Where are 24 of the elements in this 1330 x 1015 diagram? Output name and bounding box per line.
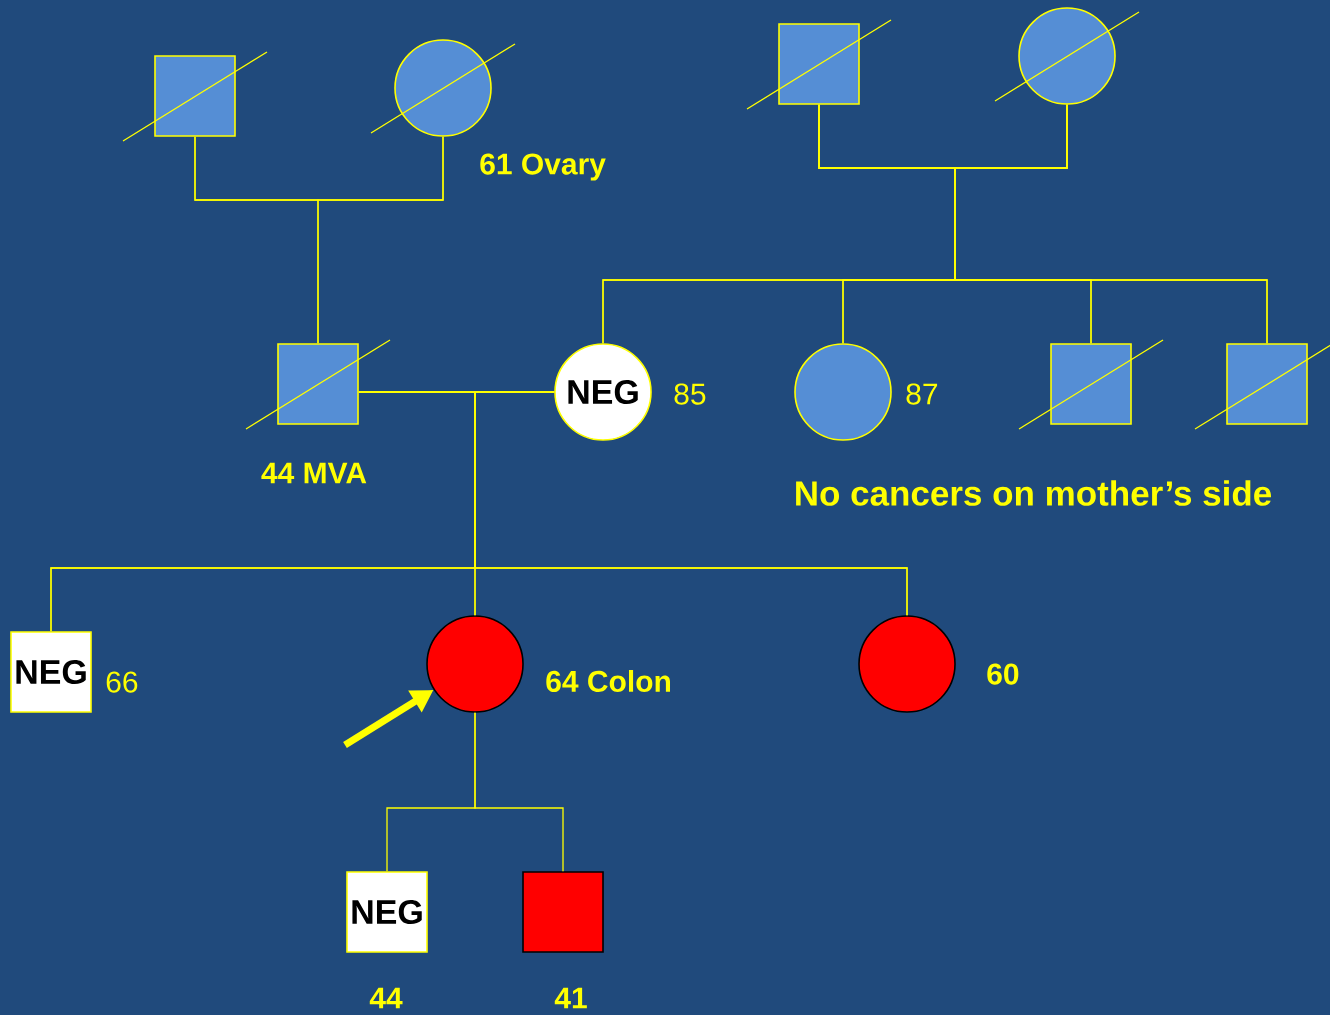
circle-symbol (994, 7, 1140, 105)
age-label: 66 (106, 671, 138, 693)
age-label: 64 Colon (546, 670, 670, 693)
age-label: 41 (554, 987, 587, 1009)
age-label: 61 Ovary (480, 153, 606, 181)
descent-line (317, 136, 444, 344)
descent-line (474, 712, 564, 872)
circle-symbol (858, 615, 956, 713)
circle-symbol (426, 615, 524, 713)
square-symbol (1018, 339, 1164, 430)
square-symbol (522, 871, 604, 953)
age-label: 60 (987, 663, 1019, 685)
age-label: 44 MVA (261, 462, 367, 484)
age-label: 87 (906, 383, 938, 405)
circle-symbol (794, 343, 892, 441)
square-symbol (746, 19, 892, 110)
age-label: 44 (369, 987, 403, 1009)
note-text: No cancers on mother’s side (796, 480, 1272, 506)
descent-line (474, 391, 908, 616)
circle-symbol (370, 39, 516, 137)
descent-line (954, 104, 1268, 344)
square-symbol (245, 339, 391, 430)
square-symbol (122, 51, 268, 142)
age-label: 85 (674, 383, 706, 405)
